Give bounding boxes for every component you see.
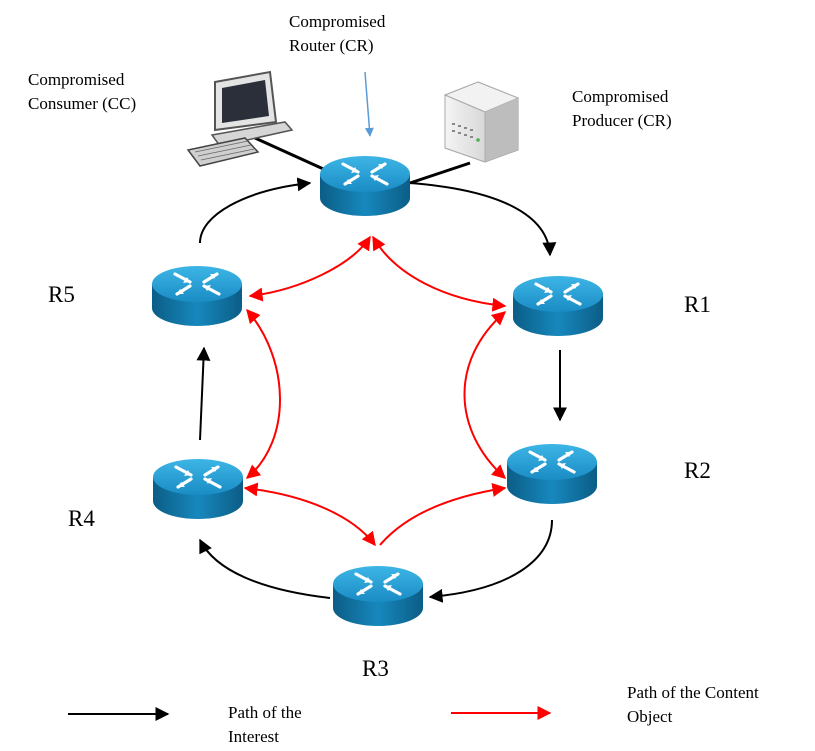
interest-r5-to-cr [199,177,312,244]
compromised-producer-label-line2: Producer (CR) [572,111,672,130]
content-r5-r4 [245,308,281,479]
content-cr-r5 [248,235,371,302]
content-cr-r1 [372,235,507,312]
router-icon-cr [318,154,412,218]
router-icon-r5 [150,264,244,328]
router-label-r4: R4 [68,506,95,531]
pointer-arrow [364,71,374,137]
router-label-r2: R2 [684,458,711,483]
interest-cr-to-r1 [409,182,557,257]
legend-content-label-line1: Path of the Content [627,683,759,702]
interest-path [196,177,567,603]
producer-link [409,161,471,185]
router-label-r3: R3 [362,656,389,681]
router-label-r1: R1 [684,292,711,317]
compromised-router-label-line1: Compromised [289,12,386,31]
compromised-consumer-label-line2: Consumer (CC) [28,94,136,113]
desktop-computer-icon [186,70,294,167]
content-r4-r3 [243,482,376,547]
content-r1-r2 [463,311,507,479]
compromised-producer-label-line1: Compromised [572,87,669,106]
legend-content-label-line2: Object [627,707,673,726]
compromised-router-label-line2: Router (CR) [289,36,374,55]
legend-interest-label-line2: Interest [228,727,279,746]
interest-r4-to-r5 [196,346,211,441]
compromised-consumer-label-line1: Compromised [28,70,125,89]
router-icon-r3 [331,564,425,628]
content-path [243,235,507,547]
legend: Path of the Interest Path of the Content… [68,683,759,746]
router-icon-r4 [151,457,245,521]
consumer-link [254,136,331,174]
server-icon [443,81,520,163]
legend-interest-label-line1: Path of the [228,703,302,722]
router-icon-r2 [505,442,599,506]
content-r3-r2 [379,483,507,546]
router-icon-r1 [511,274,605,338]
interest-r2-to-r3 [428,519,553,603]
router-label-r5: R5 [48,282,75,307]
interest-r3-to-r4 [199,538,331,599]
